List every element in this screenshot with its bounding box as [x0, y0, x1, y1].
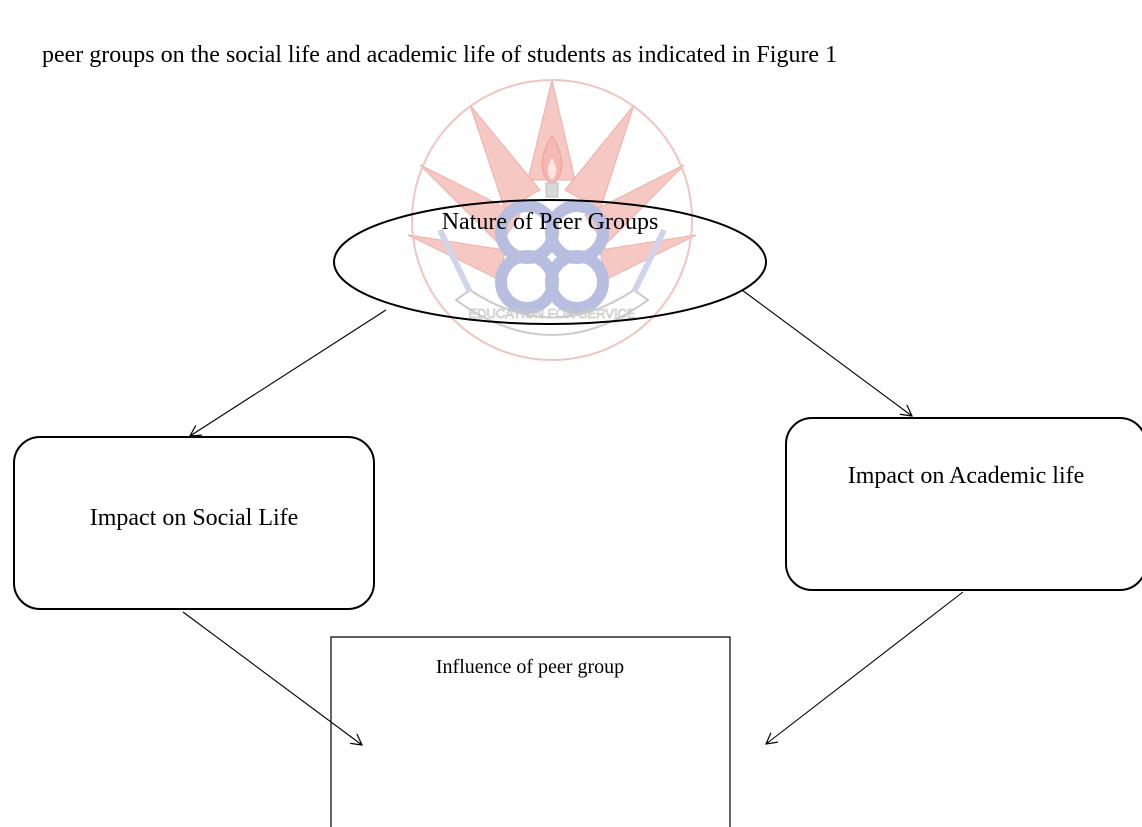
node-impact-social-life — [13, 436, 375, 610]
seal-motto-text: EDUCATION FOR SERVICE — [468, 306, 635, 321]
node-academic-label: Impact on Academic life — [847, 463, 1085, 489]
node-influence-label: Influence of peer group — [435, 656, 625, 678]
arrow-social-to-influence — [182, 611, 362, 745]
intro-text: peer groups on the social life and acade… — [42, 42, 838, 68]
arrow-academic-to-influence — [766, 591, 964, 744]
node-social-label: Impact on Social Life — [89, 505, 299, 531]
arrow-nature-to-academic — [741, 289, 912, 416]
node-impact-academic-life — [785, 417, 1142, 591]
node-nature-of-peer-groups — [333, 199, 767, 325]
node-nature-label: Nature of Peer Groups — [441, 209, 659, 235]
node-influence-of-peer-group — [330, 636, 731, 827]
arrow-nature-to-social — [190, 309, 387, 436]
